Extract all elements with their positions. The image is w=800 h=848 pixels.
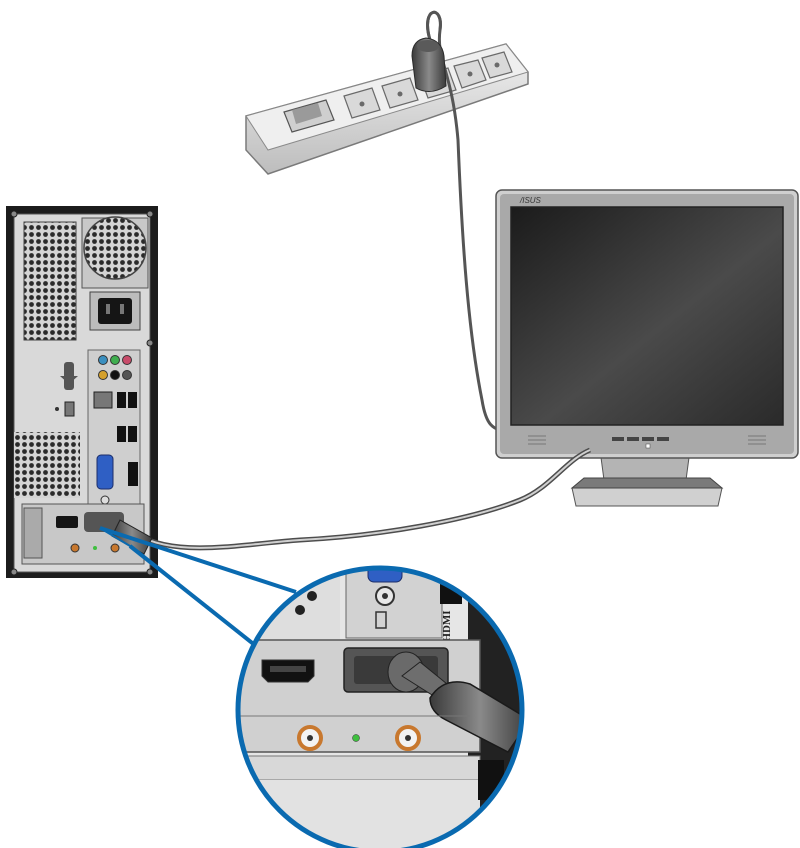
audio-jack-icons <box>98 355 132 380</box>
screw-icons <box>10 210 154 576</box>
kensington-lock-icon <box>55 401 75 417</box>
pc-tower <box>6 206 158 578</box>
expansion-slots <box>21 503 145 565</box>
usb-port-icons <box>117 392 137 442</box>
power-plug <box>411 37 447 92</box>
power-strip <box>245 43 529 175</box>
top-vent-grille <box>23 221 77 341</box>
monitor: /ISUS <box>495 189 799 507</box>
monitor-brand-logo: /ISUS <box>519 196 542 205</box>
hdmi-port-icon <box>128 462 138 486</box>
lan-port-icon <box>93 391 113 409</box>
monitor-power-cable <box>426 10 511 434</box>
zoom-rca-jacks <box>297 725 421 751</box>
lower-vent-grille <box>14 432 80 498</box>
monitor-speaker-grilles <box>528 435 766 445</box>
monitor-control-buttons <box>612 437 669 449</box>
zoom-callout-lines <box>99 526 297 648</box>
zoom-hdmi-label: HDMI <box>441 610 453 641</box>
video-cable <box>128 447 592 551</box>
audio-port-arrow-icon <box>60 362 78 390</box>
power-socket-icon <box>89 291 141 331</box>
zoom-dvi-port-with-plug <box>343 647 522 753</box>
zoom-hdmi-out-port-icon <box>261 659 315 683</box>
zoom-callout-ring <box>235 565 525 848</box>
power-switch <box>283 99 335 133</box>
zoom-callout: HDMI <box>235 565 525 848</box>
psu-fan <box>81 216 149 289</box>
